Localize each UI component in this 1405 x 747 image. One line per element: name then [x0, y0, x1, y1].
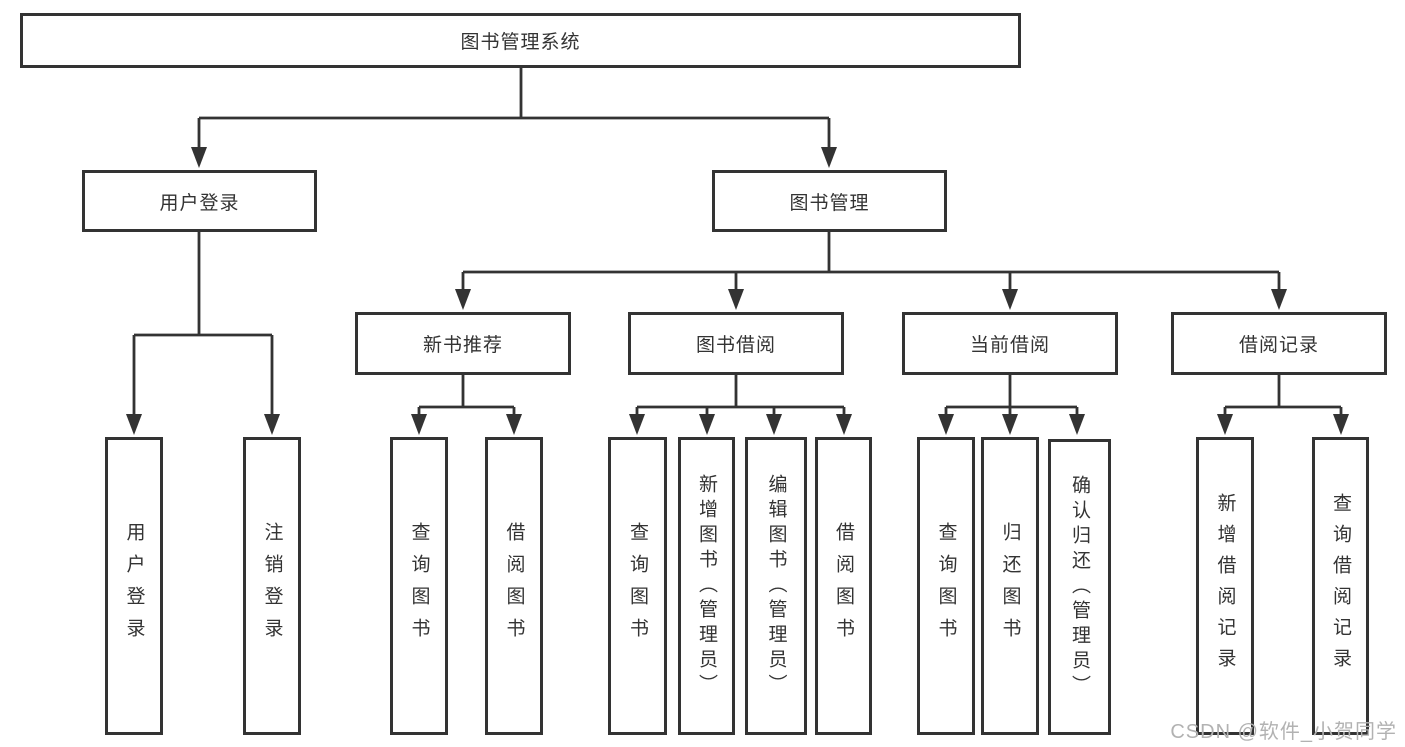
arrowhead-leaf-logout	[264, 414, 280, 435]
arrowhead-book-manage	[821, 147, 837, 168]
connector-manage-to-level3	[461, 232, 1281, 292]
connector-newbooks-to-leaves	[417, 375, 516, 416]
leaf-user-login-label: 用户登录	[123, 522, 145, 650]
arrowhead-bb-add	[699, 414, 715, 435]
arrowhead-rec-add	[1217, 414, 1233, 435]
leaf-cb-query-books: 查询图书	[917, 437, 975, 735]
node-book-manage-label: 图书管理	[789, 192, 870, 214]
arrowhead-cb-return	[1002, 414, 1018, 435]
leaf-bb-query-books-label: 查询图书	[627, 522, 648, 650]
csdn-watermark: CSDN @软件_小贺同学	[1170, 721, 1397, 743]
arrowhead-book-borrow	[728, 289, 744, 310]
node-borrow-records-label: 借阅记录	[1238, 335, 1319, 356]
leaf-user-login: 用户登录	[105, 437, 163, 735]
connector-records-to-leaves	[1223, 375, 1343, 416]
node-new-books-label: 新书推荐	[422, 335, 503, 356]
connector-current-to-leaves	[944, 375, 1079, 416]
leaf-bb-edit-books-admin-label: 编辑图书（管理员）	[765, 473, 787, 699]
arrowhead-rec-query	[1333, 414, 1349, 435]
arrowhead-borrow-records	[1271, 289, 1287, 310]
leaf-logout: 注销登录	[243, 437, 301, 735]
leaf-nb-borrow-books-label: 借阅图书	[503, 522, 525, 650]
node-user-login: 用户登录	[82, 170, 317, 232]
node-borrow-records: 借阅记录	[1171, 312, 1387, 375]
leaf-bb-add-books-admin: 新增图书（管理员）	[678, 437, 735, 735]
leaf-rec-add-record-label: 新增借阅记录	[1214, 493, 1236, 679]
leaf-cb-query-books-label: 查询图书	[935, 522, 957, 650]
leaf-nb-borrow-books: 借阅图书	[485, 437, 543, 735]
arrowhead-nb-query	[411, 414, 427, 435]
leaf-nb-query-books-label: 查询图书	[408, 522, 430, 650]
node-book-borrow-label: 图书借阅	[695, 335, 776, 356]
connector-borrow-to-leaves	[635, 375, 846, 416]
arrowhead-cb-confirm	[1069, 414, 1085, 435]
leaf-cb-return-books: 归还图书	[981, 437, 1039, 735]
arrowhead-leaf-user-login	[126, 414, 142, 435]
leaf-bb-edit-books-admin: 编辑图书（管理员）	[745, 437, 807, 735]
arrowhead-current-borrow	[1002, 289, 1018, 310]
arrowhead-bb-query	[629, 414, 645, 435]
node-user-login-label: 用户登录	[159, 192, 240, 214]
leaf-rec-query-record: 查询借阅记录	[1312, 437, 1369, 735]
leaf-cb-return-books-label: 归还图书	[999, 522, 1021, 650]
arrowhead-bb-borrow	[836, 414, 852, 435]
leaf-bb-borrow-books: 借阅图书	[815, 437, 872, 735]
node-current-borrow-label: 当前借阅	[969, 335, 1050, 356]
leaf-rec-query-record-label: 查询借阅记录	[1330, 493, 1351, 679]
leaf-cb-confirm-return-admin-label: 确认归还（管理员）	[1069, 474, 1090, 700]
leaf-bb-query-books: 查询图书	[608, 437, 667, 735]
arrowhead-user-login	[191, 147, 207, 168]
arrowhead-bb-edit	[766, 414, 782, 435]
leaf-nb-query-books: 查询图书	[390, 437, 448, 735]
node-book-manage: 图书管理	[712, 170, 947, 232]
node-book-borrow: 图书借阅	[628, 312, 844, 375]
node-current-borrow: 当前借阅	[902, 312, 1118, 375]
leaf-logout-label: 注销登录	[261, 522, 283, 650]
node-root-label: 图书管理系统	[460, 32, 581, 53]
leaf-bb-add-books-admin-label: 新增图书（管理员）	[696, 473, 717, 699]
arrowhead-new-books	[455, 289, 471, 310]
connector-login-to-leaves	[132, 232, 274, 416]
connector-root-to-level2	[197, 68, 831, 150]
arrowhead-cb-query	[938, 414, 954, 435]
node-new-books: 新书推荐	[355, 312, 571, 375]
leaf-bb-borrow-books-label: 借阅图书	[833, 522, 854, 650]
leaf-cb-confirm-return-admin: 确认归还（管理员）	[1048, 439, 1111, 735]
leaf-rec-add-record: 新增借阅记录	[1196, 437, 1254, 735]
arrowhead-nb-borrow	[506, 414, 522, 435]
node-root: 图书管理系统	[20, 13, 1021, 68]
